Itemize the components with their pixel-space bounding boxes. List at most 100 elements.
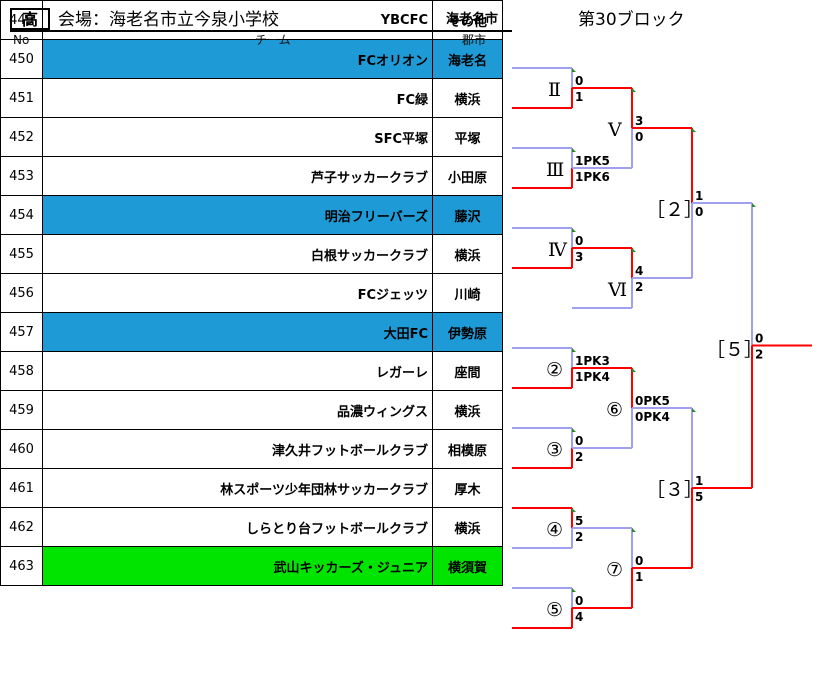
match-label: Ⅱ	[548, 79, 561, 101]
match-score-bottom: 2	[755, 348, 763, 362]
match-score-top: 0	[575, 434, 583, 448]
team-city: 平塚	[432, 117, 503, 157]
match-label: ［２］	[646, 199, 703, 221]
team-city: 横浜	[432, 390, 503, 430]
match-marker-icon	[572, 588, 576, 592]
match-score-bottom: 1	[635, 570, 643, 584]
column-header-team: チーム	[255, 33, 291, 47]
match-marker-icon	[572, 228, 576, 232]
team-city: 横浜	[432, 507, 503, 547]
match-marker-icon	[632, 368, 636, 372]
match-score-bottom: 2	[575, 530, 583, 544]
match-score-bottom: 2	[575, 450, 583, 464]
team-city: 座間	[432, 351, 503, 391]
team-city: 伊勢原	[432, 312, 503, 352]
match-label: Ⅲ	[546, 159, 564, 181]
match-score-bottom: 4	[575, 610, 583, 624]
match-score-top: 1PK5	[575, 154, 610, 168]
team-number: 458	[0, 351, 43, 391]
match-score-bottom: 1	[575, 90, 583, 104]
match-marker-icon	[632, 528, 636, 532]
match-label: Ⅵ	[607, 279, 627, 301]
match-score-top: 0	[575, 74, 583, 88]
match-label: ⑦	[606, 559, 623, 581]
team-number: 456	[0, 273, 43, 313]
team-city: 海老名	[432, 39, 503, 79]
match-score-top: 5	[575, 514, 583, 528]
team-city: 小田原	[432, 156, 503, 196]
match-score-bottom: 3	[575, 250, 583, 264]
match-marker-icon	[572, 68, 576, 72]
match-label: ［３］	[646, 479, 703, 501]
match-score-top: 0	[755, 332, 763, 346]
venue-city: 海老名市	[446, 12, 499, 27]
match-label: Ⅴ	[607, 119, 622, 141]
match-marker-icon	[692, 408, 696, 412]
match-marker-icon	[572, 428, 576, 432]
match-label: Ⅳ	[548, 239, 568, 261]
team-number: 454	[0, 195, 43, 235]
match-marker-icon	[572, 508, 576, 512]
match-score-bottom: 1PK6	[575, 170, 610, 184]
team-number: 450	[0, 39, 43, 79]
team-name: SFC平塚	[42, 117, 433, 157]
block-title: 第30ブロック	[578, 10, 685, 30]
match-score-bottom: 1PK4	[575, 370, 610, 384]
team-city: 川崎	[432, 273, 503, 313]
match-score-bottom: 0	[635, 130, 643, 144]
match-marker-icon	[692, 128, 696, 132]
match-score-top: 0PK5	[635, 394, 670, 408]
team-number: 463	[0, 546, 43, 586]
team-city: 横須賀	[432, 546, 503, 586]
match-marker-icon	[572, 148, 576, 152]
team-name: 大田FC	[42, 312, 433, 352]
team-number: 452	[0, 117, 43, 157]
match-score-bottom: 5	[695, 490, 703, 504]
match-marker-icon	[572, 348, 576, 352]
team-name: FC緑	[42, 78, 433, 118]
team-number: 462	[0, 507, 43, 547]
team-city: 厚木	[432, 468, 503, 508]
match-score-top: 4	[635, 264, 643, 278]
team-name: 林スポーツ少年団林サッカークラブ	[42, 468, 433, 508]
team-number: 457	[0, 312, 43, 352]
team-city: 藤沢	[432, 195, 503, 235]
match-marker-icon	[632, 88, 636, 92]
match-score-bottom: 0	[695, 205, 703, 219]
venue-title: 会場：海老名市立今泉小学校	[58, 10, 279, 30]
team-number: 451	[0, 78, 43, 118]
title-underline	[10, 30, 512, 32]
team-name: FCオリオン	[42, 39, 433, 79]
column-header-no: No	[13, 33, 30, 47]
column-header-city: 郡市	[462, 33, 487, 47]
match-label: ④	[546, 519, 563, 541]
team-name: レガーレ	[42, 351, 433, 391]
match-score-top: 0	[575, 234, 583, 248]
match-label: ⑥	[606, 399, 623, 421]
match-marker-icon	[632, 248, 636, 252]
level-badge: 高	[10, 8, 50, 30]
team-name: 白根サッカークラブ	[42, 234, 433, 274]
match-score-top: 3	[635, 114, 643, 128]
match-label: ⑤	[546, 599, 563, 621]
match-marker-icon	[752, 203, 756, 207]
match-label: ③	[546, 439, 563, 461]
match-score-top: 0	[575, 594, 583, 608]
team-name: 津久井フットボールクラブ	[42, 429, 433, 469]
match-score-top: 0	[635, 554, 643, 568]
team-number: 460	[0, 429, 43, 469]
team-name: 武山キッカーズ・ジュニア	[42, 546, 433, 586]
